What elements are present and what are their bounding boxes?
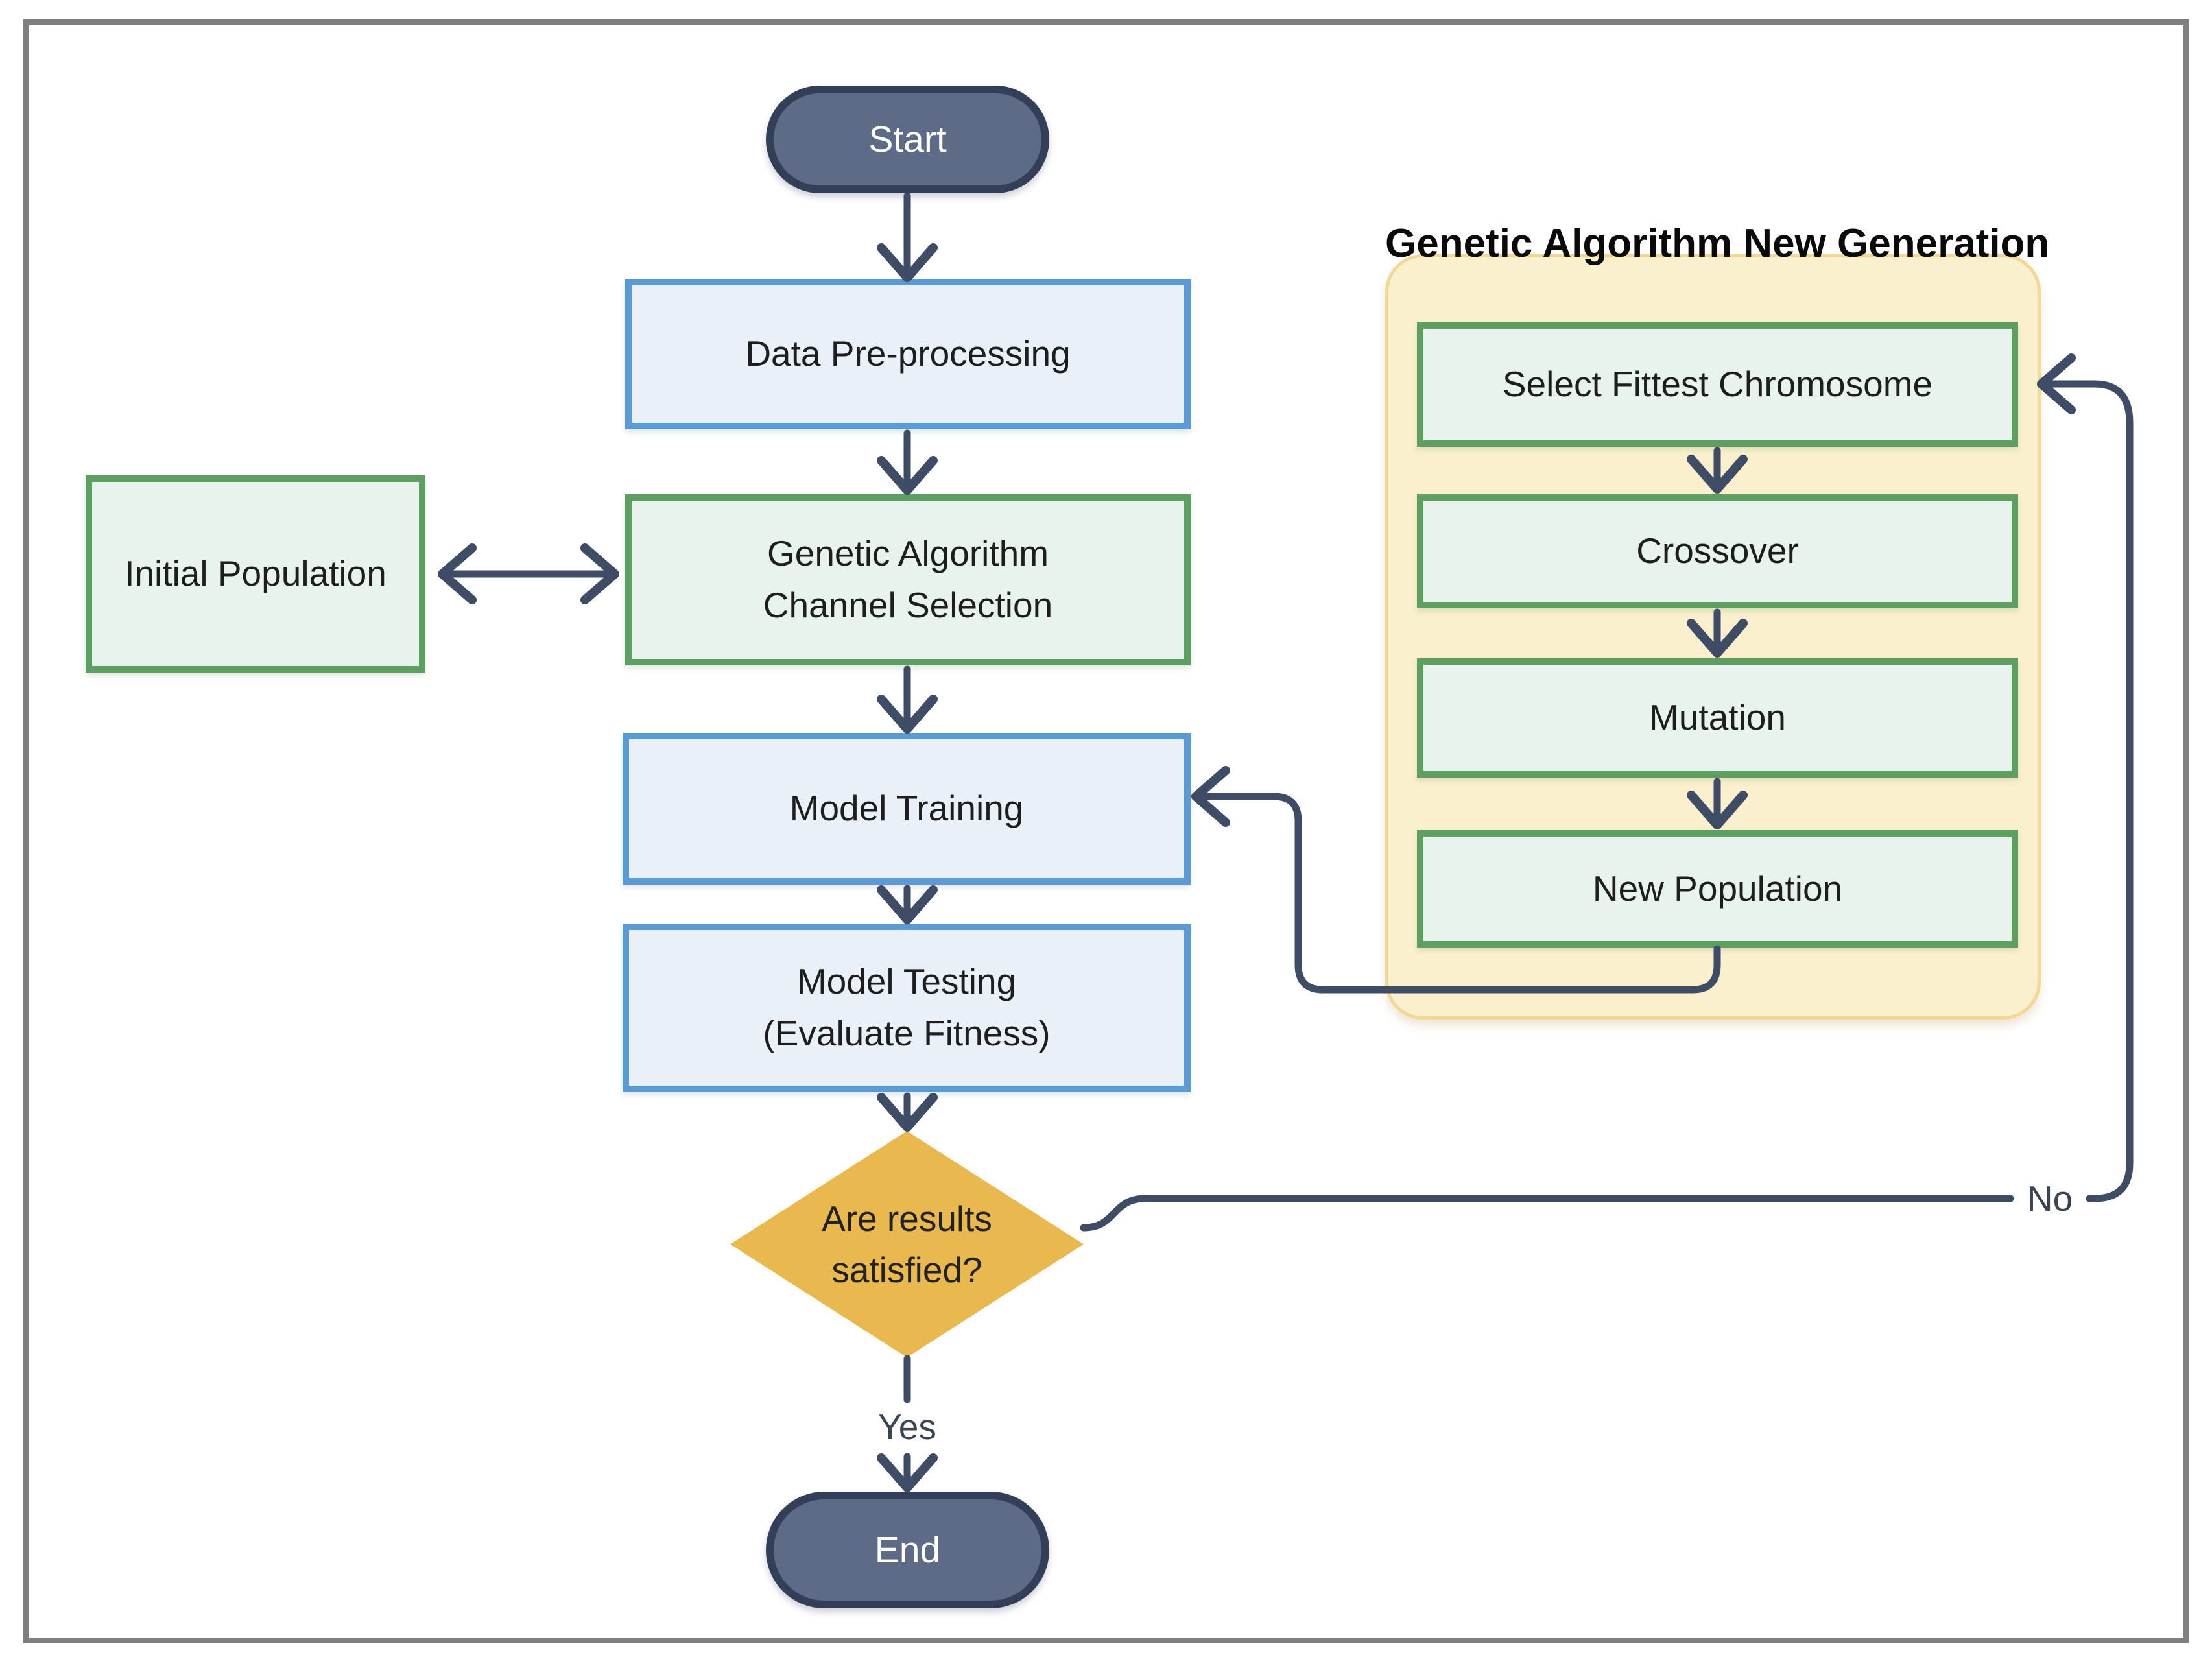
data-preprocessing-label: Data Pre-processing [745, 333, 1071, 374]
end-node: End [766, 1492, 1049, 1608]
initial-population-label: Initial Population [125, 553, 387, 594]
data-preprocessing-node: Data Pre-processing [625, 279, 1191, 429]
mutation-label: Mutation [1649, 697, 1786, 738]
ga-channel-selection-label-line1: Genetic Algorithm [767, 533, 1049, 574]
no-edge-label: No [2027, 1178, 2073, 1219]
select-fittest-chromosome-node: Select Fittest Chromosome [1417, 322, 2018, 447]
model-testing-label-line2: (Evaluate Fitness) [763, 1013, 1051, 1053]
model-training-label: Model Training [789, 788, 1024, 829]
ga-new-generation-panel-title: Genetic Algorithm New Generation [1385, 221, 2050, 266]
model-training-node: Model Training [623, 733, 1191, 885]
new-population-label: New Population [1592, 868, 1843, 909]
new-population-node: New Population [1417, 830, 2018, 948]
ga-channel-selection-node: Genetic Algorithm Channel Selection [625, 494, 1191, 665]
model-testing-node: Model Testing (Evaluate Fitness) [623, 924, 1191, 1092]
mutation-node: Mutation [1417, 658, 2018, 778]
yes-edge-label: Yes [878, 1407, 936, 1447]
select-fittest-chromosome-label: Select Fittest Chromosome [1502, 364, 1933, 405]
page-border-frame [23, 19, 2189, 1643]
ga-channel-selection-label-line2: Channel Selection [763, 585, 1053, 625]
decision-label-line1: Are results [822, 1199, 992, 1239]
initial-population-node: Initial Population [86, 475, 425, 673]
start-label: Start [868, 118, 947, 160]
model-testing-label-line1: Model Testing [796, 961, 1017, 1002]
decision-label-line2: satisfied? [831, 1249, 982, 1290]
crossover-node: Crossover [1417, 494, 2018, 608]
start-node: Start [766, 86, 1049, 193]
crossover-label: Crossover [1636, 531, 1799, 571]
end-label: End [874, 1529, 941, 1571]
